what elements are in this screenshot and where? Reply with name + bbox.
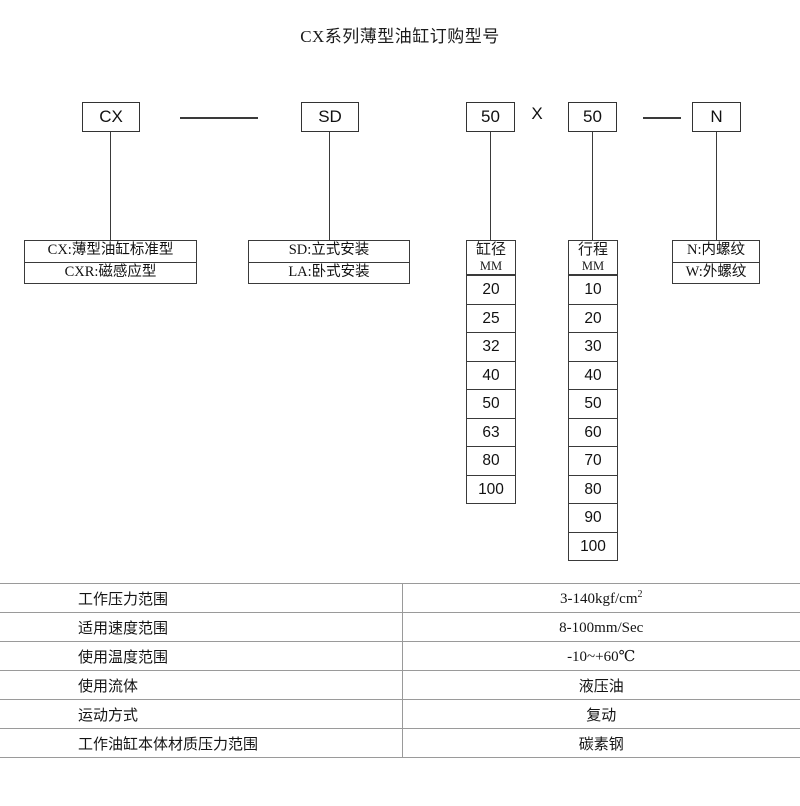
code-box-mounting[interactable]: SD (301, 102, 359, 132)
specification-table: 工作压力范围 3-140kgf/cm2 适用速度范围 8-100mm/Sec 使… (0, 583, 800, 758)
code-box-series[interactable]: CX (82, 102, 140, 132)
option-column-bore: 缸径 MM 20 25 32 40 50 63 80 100 (466, 240, 516, 504)
leader-line-mounting (329, 132, 331, 240)
leader-line-thread (716, 132, 718, 240)
table-row: 运动方式 复动 (0, 699, 800, 729)
stroke-option[interactable]: 50 (569, 389, 617, 418)
bore-option[interactable]: 20 (467, 275, 515, 304)
bore-option[interactable]: 40 (467, 360, 515, 390)
stroke-option[interactable]: 10 (569, 275, 617, 304)
code-box-thread[interactable]: N (692, 102, 741, 132)
spec-key: 工作油缸本体材质压力范围 (0, 728, 403, 758)
stroke-option[interactable]: 60 (569, 417, 617, 447)
legend-series: CX:薄型油缸标准型 CXR:磁感应型 (24, 240, 197, 284)
legend-thread: N:内螺纹 W:外螺纹 (672, 240, 760, 284)
bore-option[interactable]: 50 (467, 389, 515, 418)
spec-key: 使用流体 (0, 670, 403, 700)
spec-value-text: 3-140kgf/cm (560, 590, 638, 607)
spec-key: 运动方式 (0, 699, 403, 729)
legend-series-row-0: CX:薄型油缸标准型 (47, 242, 174, 258)
separator-dash-1 (180, 117, 258, 119)
spec-value-text: 8-100mm/Sec (559, 619, 644, 636)
stroke-option[interactable]: 20 (569, 303, 617, 333)
table-row: 工作压力范围 3-140kgf/cm2 (0, 583, 800, 613)
stroke-option[interactable]: 80 (569, 474, 617, 504)
spec-value-text: 碳素钢 (578, 736, 624, 753)
spec-value: 复动 (402, 699, 800, 729)
legend-mounting-row-0: SD:立式安装 (288, 242, 370, 258)
legend-mounting: SD:立式安装 LA:卧式安装 (248, 240, 410, 284)
spec-value-text: 复动 (586, 707, 617, 724)
leader-line-series (110, 132, 112, 240)
bore-option[interactable]: 100 (467, 474, 515, 504)
bore-option[interactable]: 63 (467, 417, 515, 447)
spec-value: 8-100mm/Sec (402, 612, 800, 642)
spec-value-text: -10~+60℃ (567, 648, 636, 665)
table-row: 工作油缸本体材质压力范围 碳素钢 (0, 728, 800, 758)
spec-key: 适用速度范围 (0, 612, 403, 642)
code-box-stroke[interactable]: 50 (568, 102, 617, 132)
bore-header-unit: MM (479, 259, 503, 273)
spec-key: 使用温度范围 (0, 641, 403, 671)
table-row: 使用温度范围 -10~+60℃ (0, 641, 800, 671)
legend-thread-row-0: N:内螺纹 (687, 242, 745, 258)
option-column-stroke: 行程 MM 10 20 30 40 50 60 70 80 90 100 (568, 240, 618, 561)
separator-times: X (531, 104, 543, 123)
legend-series-row-1: CXR:磁感应型 (25, 262, 196, 283)
bore-option[interactable]: 80 (467, 446, 515, 475)
page-title: CX系列薄型油缸订购型号 (300, 27, 500, 46)
spec-key: 工作压力范围 (0, 583, 403, 613)
stroke-column-header: 行程 MM (569, 241, 617, 275)
bore-column-header: 缸径 MM (467, 241, 515, 275)
bore-header-title: 缸径 (475, 242, 506, 258)
code-box-bore[interactable]: 50 (466, 102, 515, 132)
bore-option[interactable]: 25 (467, 303, 515, 333)
stroke-option[interactable]: 90 (569, 503, 617, 532)
stroke-header-unit: MM (581, 259, 605, 273)
stroke-option[interactable]: 30 (569, 332, 617, 361)
legend-mounting-row-1: LA:卧式安装 (249, 262, 409, 283)
table-row: 使用流体 液压油 (0, 670, 800, 700)
leader-line-bore (490, 132, 492, 240)
spec-value: 液压油 (402, 670, 800, 700)
bore-option[interactable]: 32 (467, 332, 515, 361)
stroke-option[interactable]: 100 (569, 531, 617, 561)
table-row: 适用速度范围 8-100mm/Sec (0, 612, 800, 642)
spec-value-superscript: 2 (637, 588, 643, 600)
stroke-option[interactable]: 40 (569, 360, 617, 390)
separator-dash-2 (643, 117, 681, 119)
spec-value: 碳素钢 (402, 728, 800, 758)
stroke-option[interactable]: 70 (569, 446, 617, 475)
leader-line-stroke (592, 132, 594, 240)
legend-thread-row-1: W:外螺纹 (673, 262, 759, 283)
stroke-header-title: 行程 (577, 242, 608, 258)
spec-value: -10~+60℃ (402, 641, 800, 671)
spec-value-text: 液压油 (578, 678, 624, 695)
spec-value: 3-140kgf/cm2 (402, 583, 800, 613)
